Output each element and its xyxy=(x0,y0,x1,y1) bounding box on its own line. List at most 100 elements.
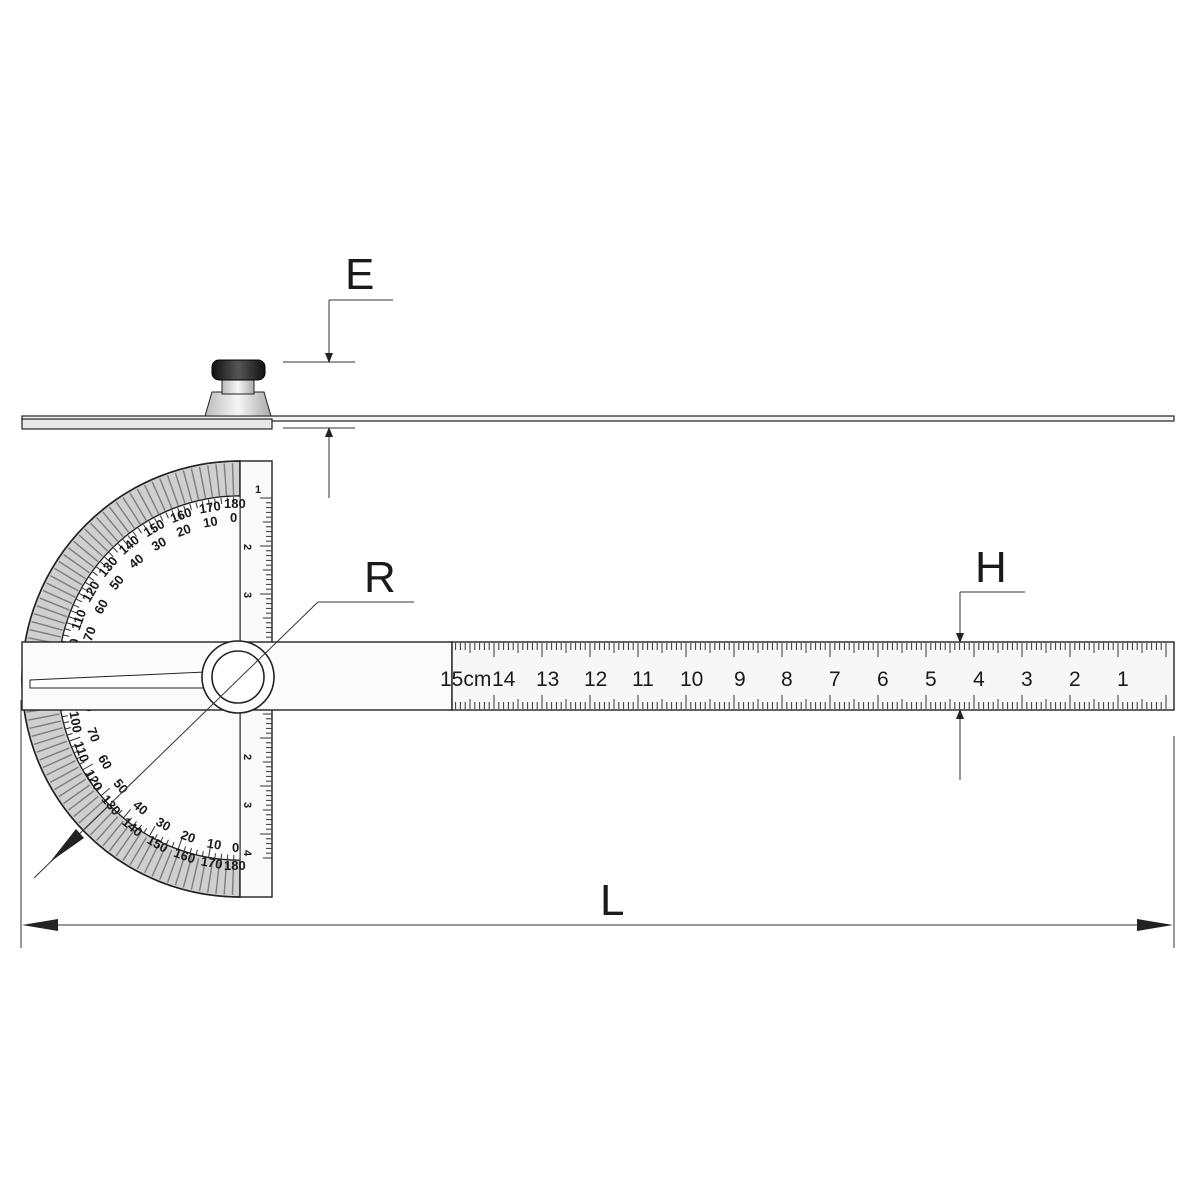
degree-tick xyxy=(68,616,81,622)
ruler-num-3: 3 xyxy=(1021,668,1033,691)
degree-tick xyxy=(108,552,114,558)
degree-tick xyxy=(154,834,158,840)
hatch-line xyxy=(129,492,147,521)
hatch-line xyxy=(159,849,173,880)
degree-tick xyxy=(73,750,80,754)
degree-tick xyxy=(76,755,83,760)
degree-tick xyxy=(132,531,137,537)
degree-tick xyxy=(195,849,198,856)
hatch-line xyxy=(190,858,200,890)
degree-tick xyxy=(214,853,217,860)
degree-tick xyxy=(117,543,123,549)
hatch-line xyxy=(215,464,221,497)
degree-tick xyxy=(64,727,71,730)
dimension-r-label: R xyxy=(364,553,396,602)
degree-tick xyxy=(61,715,68,718)
hatch-line xyxy=(136,840,154,870)
degree-tick xyxy=(177,507,183,520)
hatch-line xyxy=(215,861,221,894)
blade-arm: 15cm 14 13 12 11 10 9 8 7 6 5 4 3 2 1 xyxy=(21,641,1175,711)
hatch-line xyxy=(174,854,186,886)
hatch-line xyxy=(63,553,91,574)
dimension-h-label: H xyxy=(975,543,1007,592)
side-label-lower-3: 3 xyxy=(241,802,253,808)
hatch-line xyxy=(78,534,104,557)
hatch-line xyxy=(144,484,160,515)
degree-tick xyxy=(104,796,110,802)
hatch-line xyxy=(182,470,193,502)
ruler-num-11: 11 xyxy=(632,668,654,691)
hatch-line xyxy=(129,837,147,866)
degree-tick xyxy=(207,499,211,512)
degree-tick xyxy=(66,732,73,736)
hatch-line xyxy=(67,790,95,811)
hatch-lines xyxy=(24,463,235,895)
hatch-line xyxy=(73,795,99,818)
hatch-line xyxy=(42,753,73,769)
deg-label-inner-60: 60 xyxy=(91,597,111,617)
degree-tick xyxy=(71,744,78,748)
degree-tick xyxy=(171,841,175,848)
degree-tick xyxy=(137,527,142,534)
deg-label-inner-10: 10 xyxy=(202,513,219,530)
degree-tick xyxy=(183,505,187,512)
hatch-line xyxy=(198,466,207,499)
degree-tick xyxy=(195,502,198,509)
degree-tick xyxy=(82,587,94,595)
hatch-line xyxy=(207,465,214,498)
hatch-line xyxy=(136,488,154,518)
ruler-num-12: 12 xyxy=(584,668,607,691)
degree-tick xyxy=(63,721,70,724)
degree-tick xyxy=(73,604,80,608)
deg-label-inner-30: 30 xyxy=(149,534,169,554)
degree-tick xyxy=(92,571,98,576)
deg-label-upper-180: 180 xyxy=(224,496,246,511)
deg-label-lower-100: 100 xyxy=(66,710,85,734)
deg-label-lower-inner-0: 0 xyxy=(232,840,239,855)
hatch-line xyxy=(78,801,104,824)
degree-tick xyxy=(63,634,70,637)
degree-tick xyxy=(165,839,169,846)
hatch-line xyxy=(122,833,141,861)
hatch-line xyxy=(151,846,166,877)
degree-tick xyxy=(137,824,142,831)
ruler-num-5: 5 xyxy=(925,668,937,691)
ruler-num-6: 6 xyxy=(877,668,889,691)
hatch-line xyxy=(102,511,124,538)
side-scale-labels: 1 2 3 2 3 4 xyxy=(241,484,261,857)
deg-label-lower-110: 110 xyxy=(71,739,92,764)
deg-label-lower-inner-60: 60 xyxy=(95,752,115,772)
degree-tick xyxy=(68,736,81,742)
hatch-line xyxy=(207,860,214,893)
degree-tick xyxy=(104,556,110,562)
ruler-num-10: 10 xyxy=(680,668,703,691)
degree-tick xyxy=(214,498,217,505)
hatch-line xyxy=(115,501,136,529)
hatch-line xyxy=(166,852,179,883)
hatch-line xyxy=(96,517,119,542)
deg-label-upper-160: 160 xyxy=(168,504,194,526)
degree-tick xyxy=(122,539,132,550)
hatch-line xyxy=(36,740,68,753)
degree-tick xyxy=(85,771,92,776)
degree-tick xyxy=(117,809,123,815)
degree-tick xyxy=(64,628,71,631)
hatch-line xyxy=(144,843,160,874)
deg-label-inner-20: 20 xyxy=(174,521,193,540)
hatch-line xyxy=(198,859,207,892)
deg-label-inner-0: 0 xyxy=(230,510,237,525)
deg-label-lower-inner-70: 70 xyxy=(84,725,103,744)
hatch-line xyxy=(174,472,186,504)
hatch-line xyxy=(50,766,79,784)
degree-tick xyxy=(154,518,158,524)
hatch-line xyxy=(96,816,119,841)
deg-label-lower-160: 160 xyxy=(172,845,198,867)
side-label-lower-4: 4 xyxy=(241,850,253,857)
hatch-line xyxy=(231,862,235,895)
hatch-line xyxy=(223,862,228,895)
dimension-e: E xyxy=(283,250,393,498)
side-label-3: 3 xyxy=(241,592,253,598)
degree-tick xyxy=(189,503,192,510)
hatch-line xyxy=(36,605,68,618)
